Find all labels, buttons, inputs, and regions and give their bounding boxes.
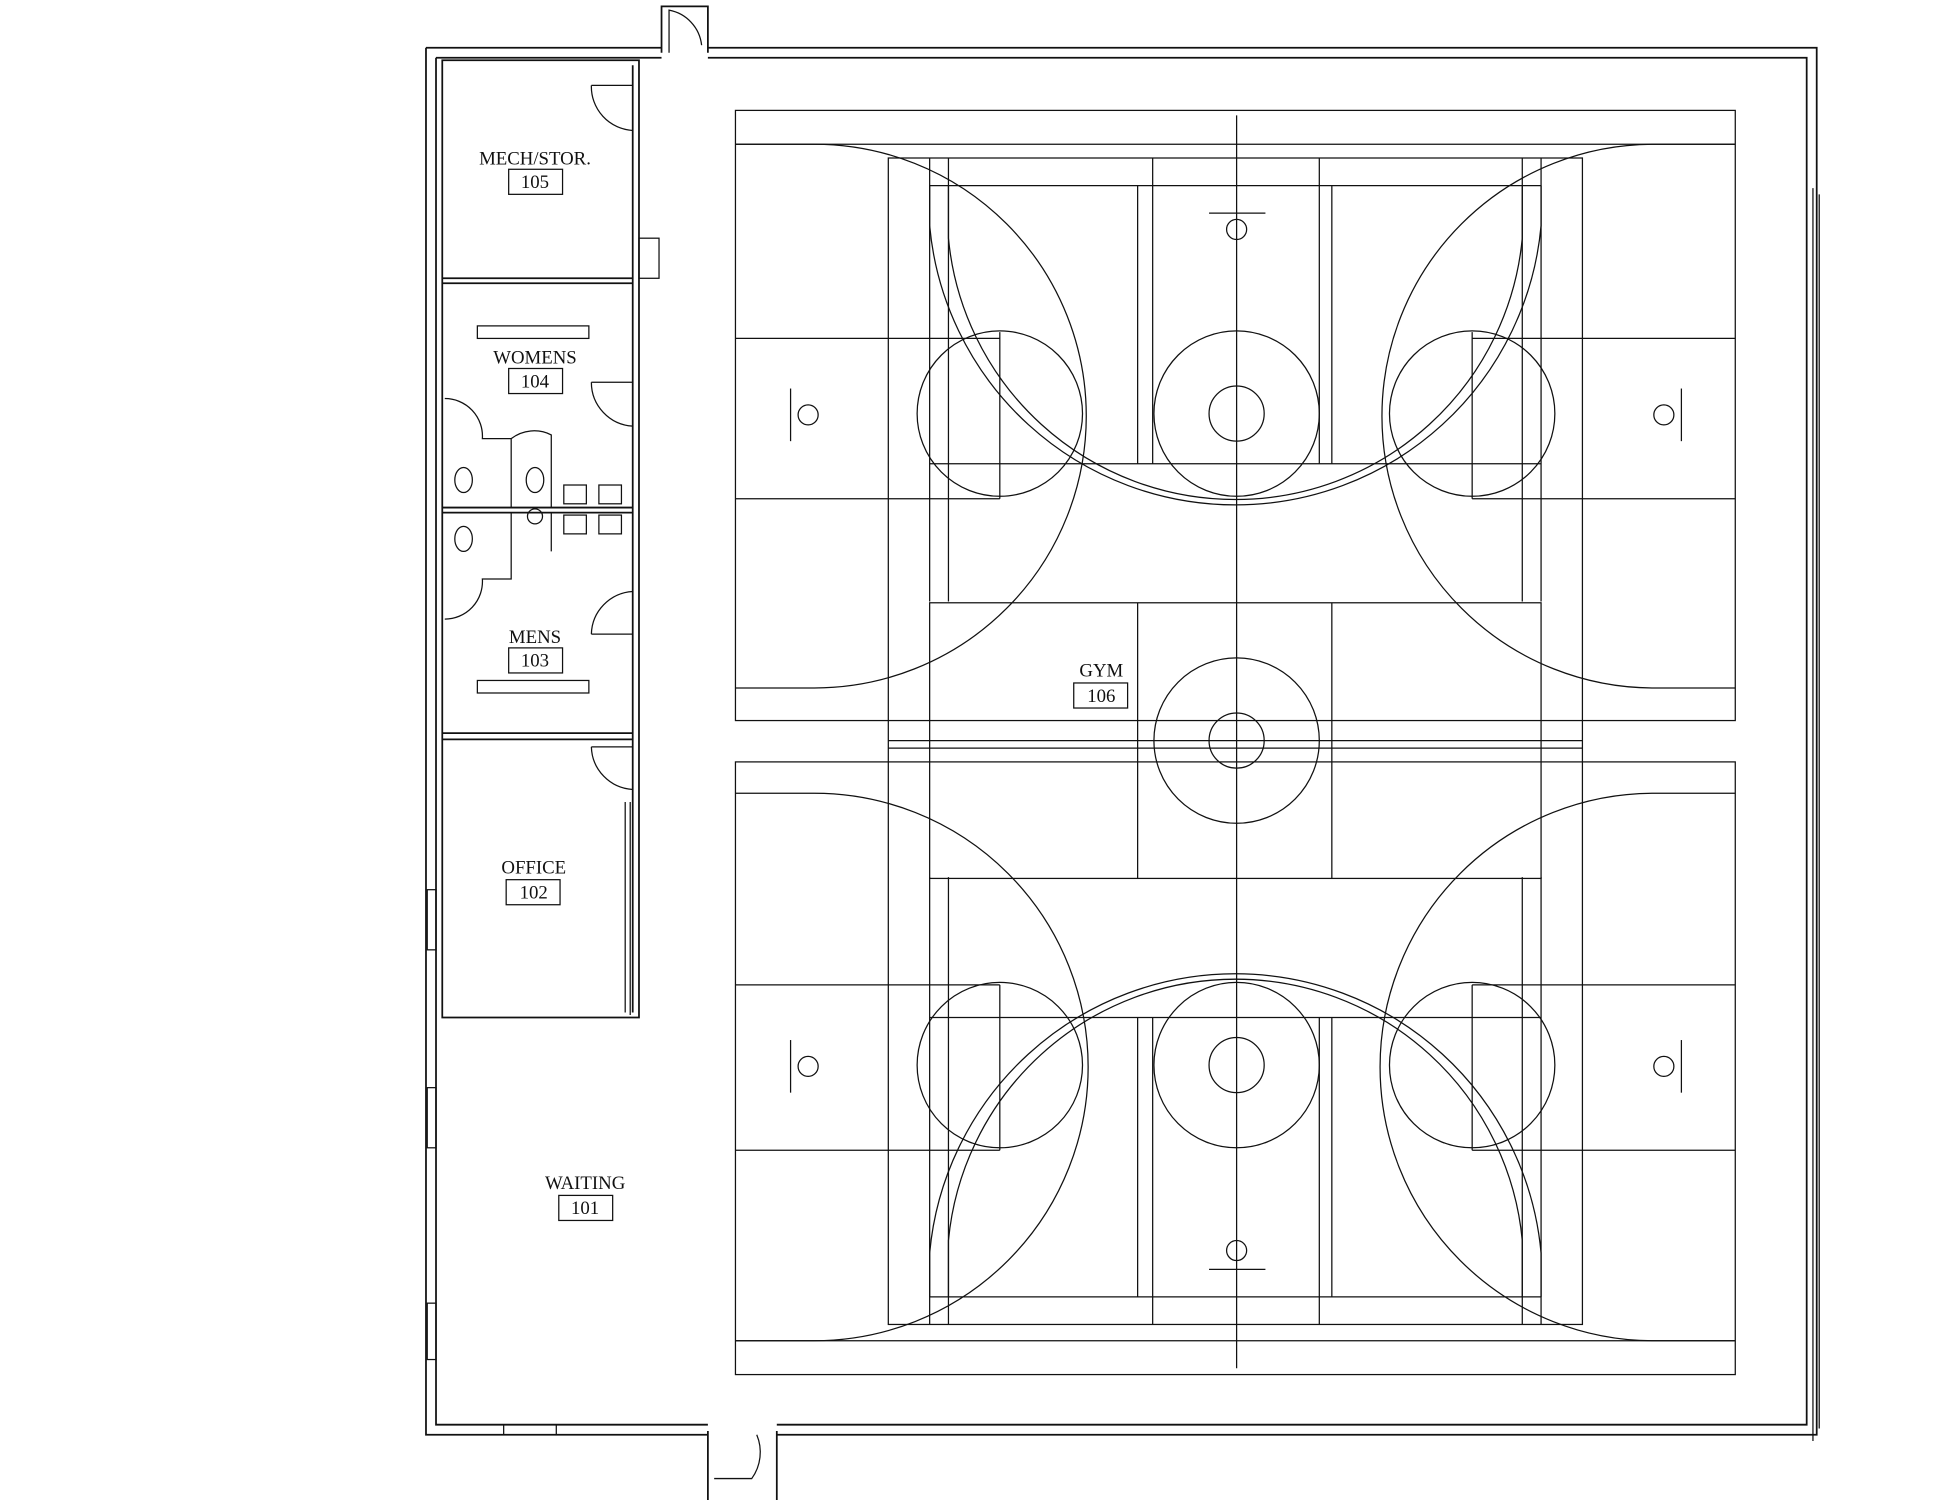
bottom-entry-door[interactable] bbox=[707, 1430, 778, 1500]
exterior-walls bbox=[425, 46, 1820, 1441]
svg-text:MECH/STOR.: MECH/STOR. bbox=[479, 148, 591, 169]
room-label-waiting: WAITING 101 bbox=[545, 1173, 625, 1222]
room-label-mech-stor: MECH/STOR. 105 bbox=[479, 148, 591, 195]
gym-court-lines bbox=[734, 109, 1736, 1376]
svg-text:MENS: MENS bbox=[509, 627, 561, 648]
svg-text:WOMENS: WOMENS bbox=[493, 347, 576, 368]
svg-text:102: 102 bbox=[520, 882, 548, 903]
restroom-fixtures bbox=[444, 237, 660, 694]
svg-text:106: 106 bbox=[1087, 686, 1115, 707]
svg-text:OFFICE: OFFICE bbox=[501, 857, 566, 878]
svg-text:105: 105 bbox=[521, 172, 549, 193]
room-label-womens: WOMENS 104 bbox=[493, 347, 577, 395]
svg-text:WAITING: WAITING bbox=[545, 1173, 625, 1194]
interior-walls bbox=[441, 59, 640, 1019]
room-doors bbox=[590, 84, 633, 791]
svg-text:GYM: GYM bbox=[1079, 661, 1123, 682]
room-label-mens: MENS 103 bbox=[508, 627, 564, 674]
svg-text:101: 101 bbox=[571, 1198, 599, 1219]
room-label-gym: GYM 106 bbox=[1073, 661, 1129, 709]
top-entry-door[interactable] bbox=[660, 5, 709, 53]
room-label-office: OFFICE 102 bbox=[501, 857, 566, 906]
svg-text:104: 104 bbox=[521, 371, 550, 392]
svg-text:103: 103 bbox=[521, 651, 549, 672]
